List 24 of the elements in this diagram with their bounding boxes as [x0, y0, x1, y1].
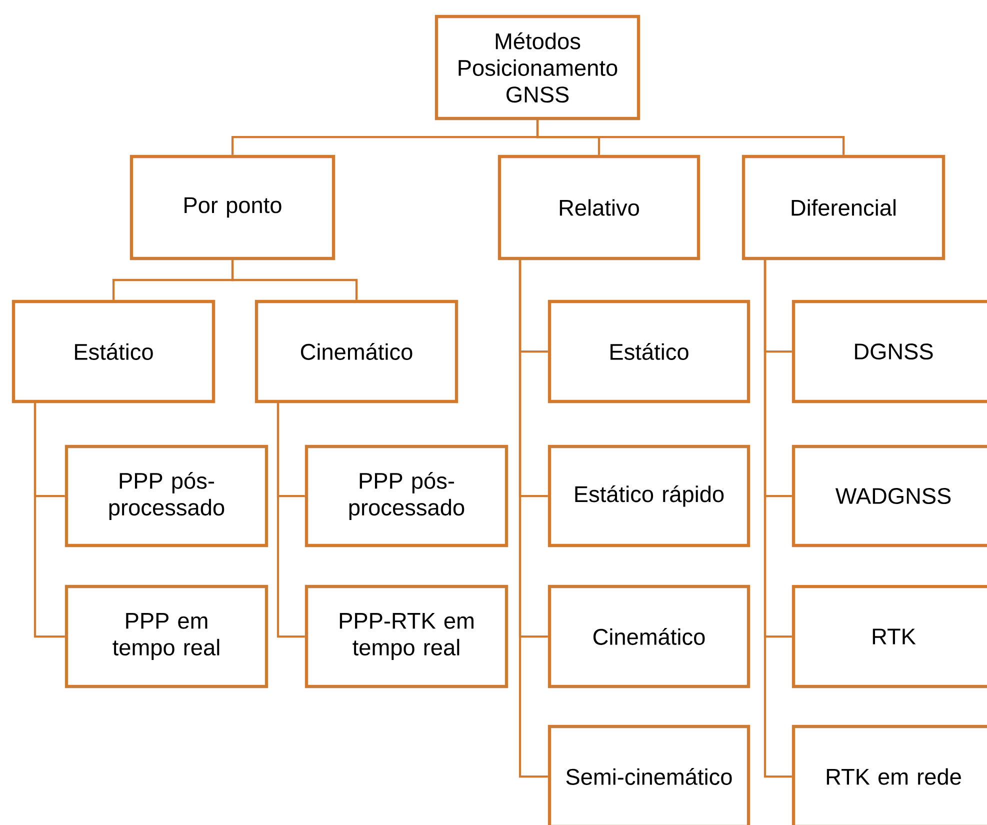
connector-line [518, 260, 548, 778]
process-box: Relativo [498, 154, 700, 260]
connector-line [276, 403, 305, 638]
process-box: Estático [548, 300, 750, 404]
process-box: PPP em tempo real [64, 584, 268, 688]
process-box: Cinemático [548, 584, 750, 688]
process-box: PPP pós-processado [304, 444, 508, 548]
connector-line [34, 403, 65, 638]
process-box: Por ponto [130, 154, 336, 260]
connector-line [231, 260, 358, 300]
process-box: Diferencial [742, 154, 946, 260]
process-box: Cinemático [254, 300, 458, 404]
process-box: Estático rápido [548, 444, 750, 548]
process-box: PPP-RTK em tempo real [304, 584, 508, 688]
process-box: WADGNSS [792, 444, 987, 548]
process-box: Estático [12, 300, 216, 404]
process-box: Semi-cinemático [548, 724, 750, 825]
process-box: RTK [792, 584, 987, 688]
process-box: DGNSS [792, 300, 987, 404]
connector-line [536, 120, 845, 155]
process-box: Métodos Posicionamento GNSS [434, 14, 640, 120]
process-box: RTK em rede [792, 724, 987, 825]
process-box: PPP pós-processado [64, 444, 268, 548]
connector-line [764, 260, 792, 778]
